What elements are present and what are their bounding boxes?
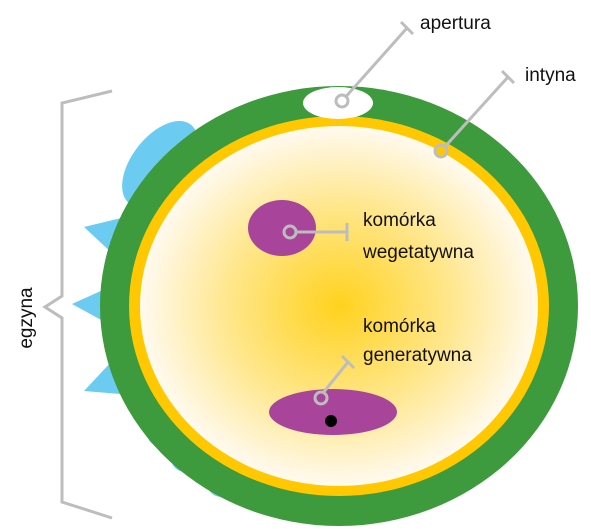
label-egzyna: egzyna xyxy=(16,287,37,349)
cytoplasm xyxy=(140,126,538,486)
label-wegetatywna-line2: wegetatywna xyxy=(362,242,474,263)
label-apertura: apertura xyxy=(420,13,491,34)
pointer-generatywna xyxy=(313,354,356,406)
label-wegetatywna-line1: komórka xyxy=(363,210,436,231)
pointer-apertura xyxy=(334,20,415,109)
vegetative-cell xyxy=(248,200,316,256)
generative-cell xyxy=(269,389,397,435)
egzyna-bracket xyxy=(42,89,113,520)
pointer-intyna xyxy=(433,69,516,159)
label-generatywna-line2: generatywna xyxy=(363,345,472,366)
pointer-wegetatywna xyxy=(282,223,349,241)
label-generatywna-line1: komórka xyxy=(363,316,436,337)
generative-cell-nucleus xyxy=(325,415,337,427)
label-intyna: intyna xyxy=(525,65,576,86)
